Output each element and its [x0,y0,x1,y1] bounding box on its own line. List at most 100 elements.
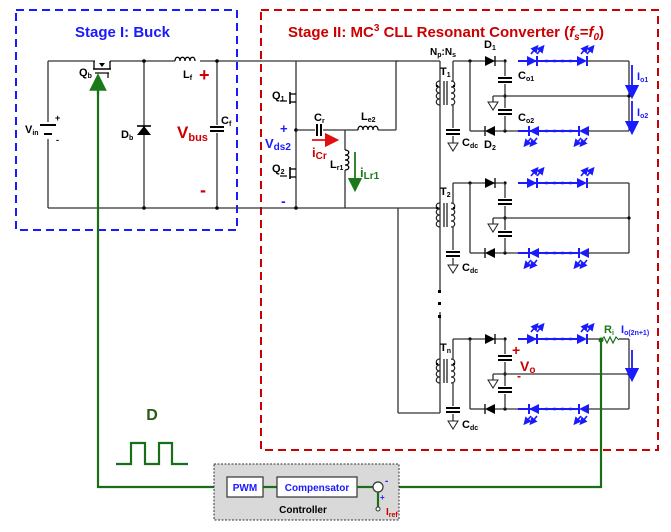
label-cf: Cf [221,115,232,128]
capacitor-cdc [445,407,461,413]
led-icon [576,404,589,422]
vbus-minus: - [200,180,206,200]
led-icon [527,326,542,344]
inductor-lr1 [344,149,350,171]
duty-waveform [116,441,188,466]
label-turns-ratio: Np:Ns [430,47,456,59]
led-icon [526,126,539,144]
stage2-boundary [260,9,659,451]
label-io1: Io1 [637,71,648,84]
capacitor-co-bottom [497,387,513,393]
vo-plus: + [512,342,520,358]
label-t1: T1 [440,66,451,79]
label-cdc-n: Cdc [462,419,478,432]
led-icon [526,248,539,266]
ground-icon [447,264,459,274]
diode-db [137,126,151,135]
switch-q1 [280,92,296,104]
label-lf: Lf [183,69,193,82]
controller-title: Controller [279,505,327,516]
capacitor-co-bottom [497,109,513,115]
led-icon [526,404,539,422]
label-vds2: Vds2 [265,136,291,153]
label-co2: Co2 [518,112,534,125]
label-io2: Io2 [637,107,648,120]
label-icr: iCr [312,145,327,162]
inductor-lf [174,56,196,62]
label-t2: T2 [440,186,451,199]
buck-stage: + - Vin Qb Db Lf Cf + - Vbus [25,56,440,210]
ground-icon [487,379,499,389]
svg-text:+: + [55,113,60,123]
resistor-ri [600,335,620,345]
led-icon [527,170,542,188]
transformer [435,358,456,384]
label-cr: Cr [314,112,325,125]
led-icon [527,48,542,66]
diode-top [485,334,495,344]
label-qb: Qb [79,67,92,80]
feedback-wire [391,340,603,489]
capacitor-cf [209,126,225,132]
led-icon [577,170,592,188]
switch-q2 [280,167,296,179]
duty-label: D [146,407,158,424]
label-vin: Vin [25,124,39,137]
label-co1: Co1 [518,70,534,83]
label-cdc-2: Cdc [462,262,478,275]
label-q1: Q1 [272,90,285,103]
pwm-label: PWM [233,483,257,494]
label-le2: Le2 [361,111,376,124]
secondary-cells [435,48,631,430]
svg-text:-: - [56,135,59,145]
resonant-tank: Q1 Q2 Cr Le2 Lr1 iCr iLr1 + Vds [265,61,397,210]
capacitor-cdc [445,251,461,257]
led-icon [576,126,589,144]
diode-bottom [485,248,495,258]
label-d2: D2 [484,139,496,152]
diode-bottom [485,126,495,136]
ground-icon [447,142,459,152]
switch-qb [93,61,111,78]
stage1-title: Stage I: Buck [75,24,171,41]
led-icon [577,48,592,66]
label-iref: Iref [386,507,398,519]
ground-icon [487,223,499,233]
ground-icon [487,101,499,111]
led-icon [576,248,589,266]
label-ri: Ri [604,324,614,337]
label-tn: Tn [440,342,451,355]
transformer [435,202,456,228]
inductor-le2 [357,125,379,131]
led-icon [577,326,592,344]
sum-plus: + [380,493,385,502]
diode-top [485,178,495,188]
vds2-plus: + [280,121,288,136]
control-loop [89,73,604,489]
vds2-minus: - [281,193,286,209]
label-vbus: Vbus [177,123,208,144]
capacitor-co-top [497,199,513,205]
transformer [435,80,456,106]
gate-drive-wire [96,84,227,489]
vo-minus: - [517,369,521,383]
capacitor-co-top [497,355,513,361]
ground-icon [447,420,459,430]
sum-minus: - [385,476,388,487]
capacitor-co-top [497,77,513,83]
diode-bottom [485,404,495,414]
label-cdc-1: Cdc [462,137,478,150]
label-lr1: Lr1 [330,159,343,172]
label-vo: Vo [520,358,535,376]
stage2-title: Stage II: MC3 CLL Resonant Converter (fs… [288,23,604,43]
compensator-label: Compensator [285,483,350,494]
summing-junction [372,481,384,493]
capacitor-cdc [445,129,461,135]
label-db: Db [121,129,133,142]
vbus-plus: + [199,65,210,85]
stage1-boundary [15,9,238,231]
ellipsis-dot [438,290,441,293]
capacitor-co-bottom [497,231,513,237]
label-io2n1: Io(2n+1) [621,324,649,337]
